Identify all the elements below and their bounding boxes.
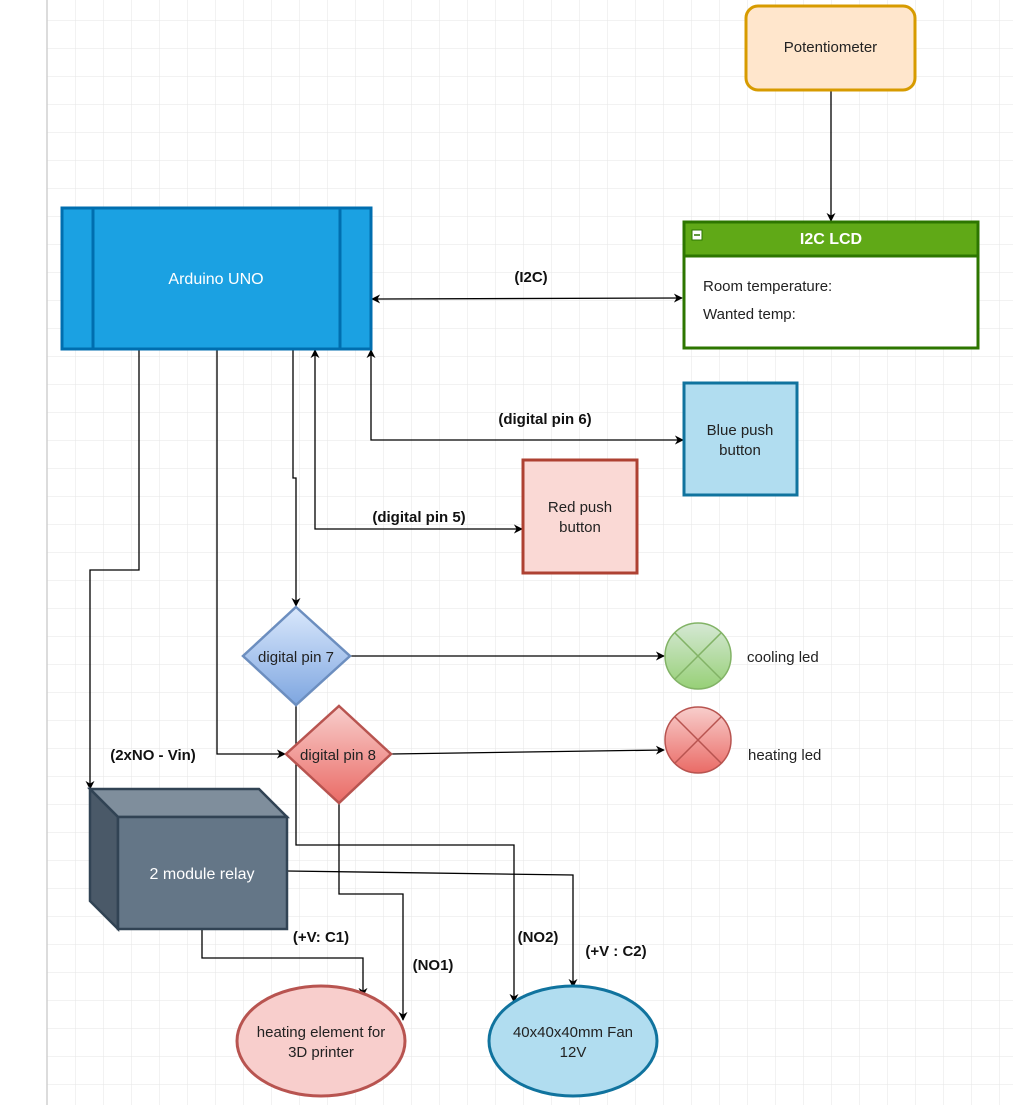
lcd-line-wanted-temp: Wanted temp: [703, 306, 796, 323]
blue-button-label-line2: button [719, 442, 761, 459]
edge-labels: (I2C) (digital pin 6) (digital pin 5) (2… [110, 269, 646, 974]
pin8-label: digital pin 8 [300, 747, 376, 764]
heating-element-label-line1: heating element for [257, 1024, 385, 1041]
edge-label-pin6: (digital pin 6) [498, 411, 591, 428]
lcd-line-room-temp: Room temperature: [703, 278, 832, 295]
cooling-led-node[interactable] [664, 622, 732, 690]
wire-no1[interactable] [338, 803, 408, 1021]
potentiometer-label: Potentiometer [784, 39, 877, 56]
edge-label-pin5: (digital pin 5) [372, 509, 465, 526]
edge-label-no2: (NO2) [518, 929, 559, 946]
edge-label-relay-power: (2xNO - Vin) [110, 747, 196, 764]
blue-button-label-line1: Blue push [707, 422, 774, 439]
wire-pin5[interactable] [310, 349, 523, 534]
red-button-label-line1: Red push [548, 499, 612, 516]
relay-node[interactable]: 2 module relay [86, 785, 291, 933]
heating-element-label-line2: 3D printer [288, 1044, 354, 1061]
wire-i2c[interactable] [371, 293, 683, 304]
pin7-decision-node[interactable]: digital pin 7 [241, 605, 352, 707]
blue-button-node[interactable]: Blue push button [682, 381, 799, 497]
relay-label: 2 module relay [150, 866, 255, 883]
wires [85, 90, 836, 1021]
wire-no2[interactable] [295, 705, 519, 1003]
fan-node[interactable]: 40x40x40mm Fan 12V [487, 984, 659, 1098]
edge-label-no1: (NO1) [413, 957, 454, 974]
potentiometer-node[interactable]: Potentiometer [744, 4, 917, 92]
lcd-node[interactable]: I2C LCD Room temperature: Wanted temp: [682, 220, 980, 350]
edge-label-i2c: (I2C) [514, 269, 547, 286]
edge-label-c1: (+V: C1) [293, 929, 349, 946]
arduino-label: Arduino UNO [168, 271, 263, 288]
edge-label-c2: (+V : C2) [585, 943, 646, 960]
heating-element-node[interactable]: heating element for 3D printer [235, 984, 407, 1098]
fan-label-line1: 40x40x40mm Fan [513, 1024, 633, 1041]
wire-arduino-pin8[interactable] [216, 350, 286, 759]
heating-led-label: heating led [748, 747, 821, 764]
arduino-node[interactable]: Arduino UNO [60, 206, 373, 351]
wire-c1[interactable] [201, 929, 368, 997]
red-button-label-line2: button [559, 519, 601, 536]
heating-led-node[interactable] [664, 706, 732, 774]
fan-label-line2: 12V [560, 1044, 587, 1061]
wire-c2[interactable] [286, 870, 578, 988]
pin8-decision-node[interactable]: digital pin 8 [284, 704, 393, 805]
lcd-title: I2C LCD [800, 231, 862, 248]
wire-arduino-pin7[interactable] [291, 350, 301, 607]
cooling-led-label: cooling led [747, 649, 819, 666]
wire-arduino-relay[interactable] [85, 350, 140, 790]
pin7-label: digital pin 7 [258, 649, 334, 666]
wire-pin8-heating[interactable] [390, 745, 665, 755]
red-button-node[interactable]: Red push button [521, 458, 639, 575]
